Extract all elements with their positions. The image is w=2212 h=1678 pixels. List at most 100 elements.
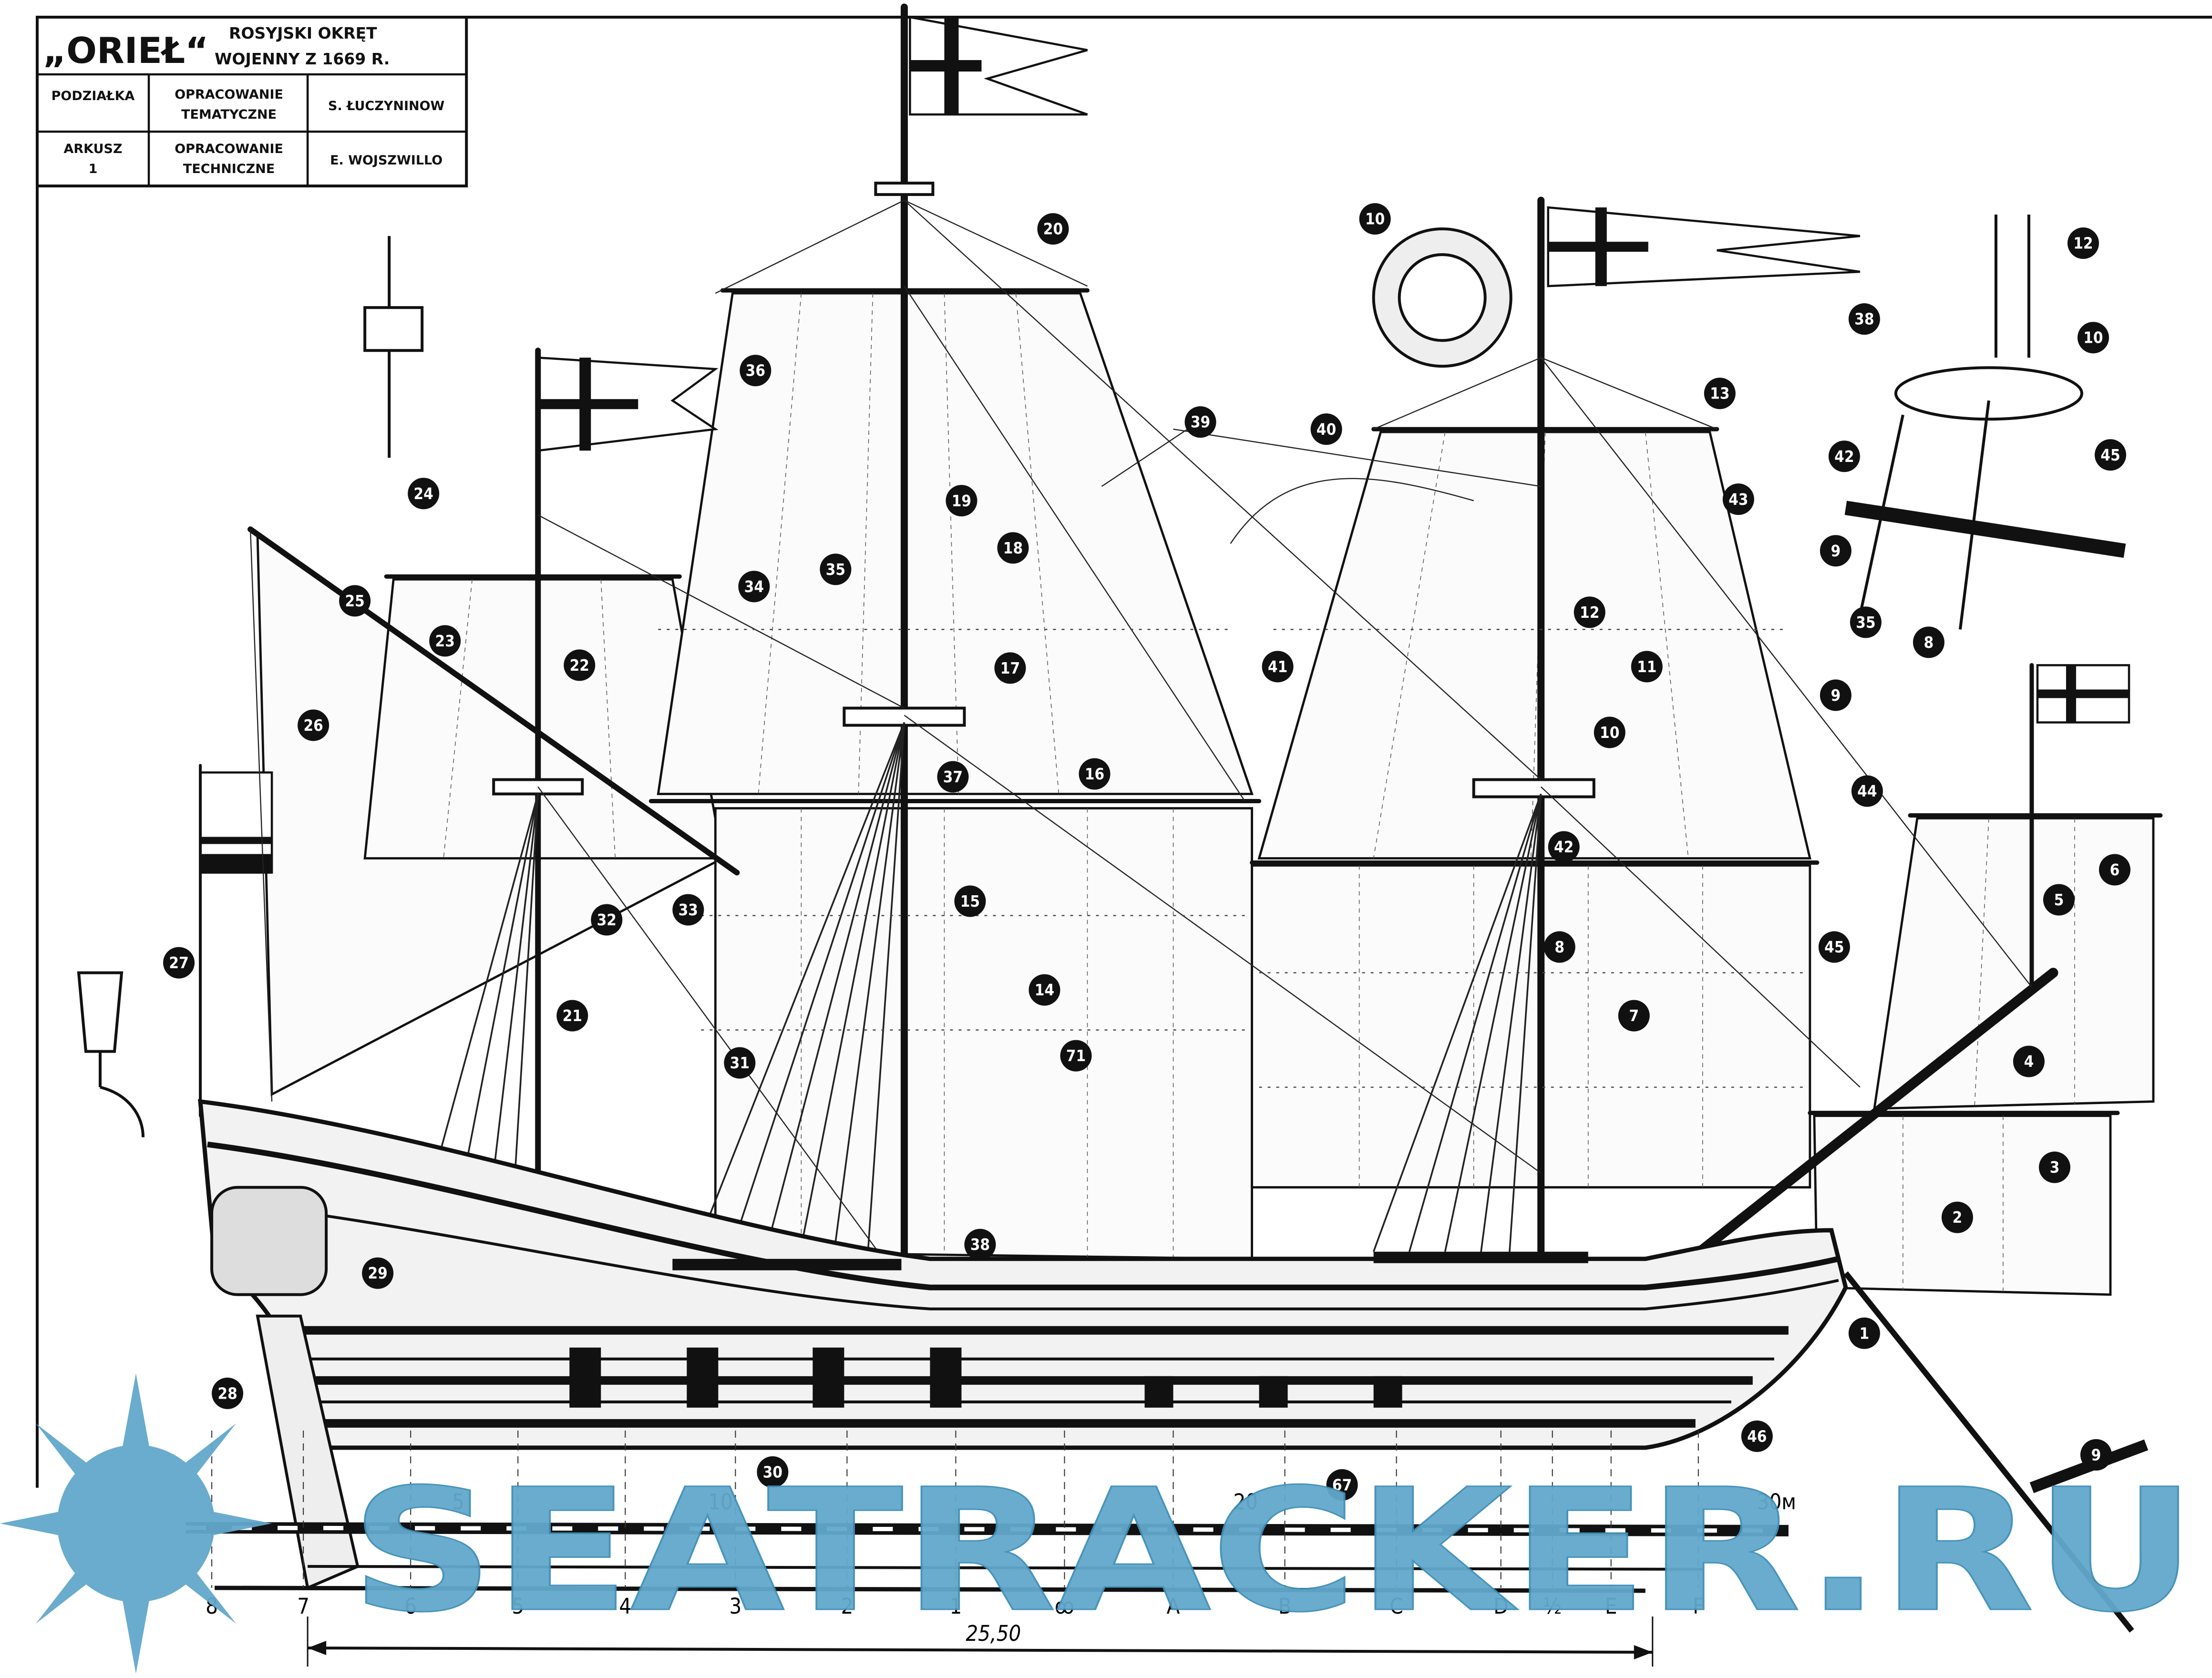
callout-number: 33 bbox=[679, 900, 698, 919]
callout-8: 8 bbox=[1543, 931, 1575, 963]
callout-number: 10 bbox=[1600, 723, 1619, 742]
mizzen-flag bbox=[536, 356, 719, 452]
callout-24: 24 bbox=[408, 478, 440, 510]
callout-marker bbox=[1618, 1000, 1650, 1032]
callout-35: 35 bbox=[1850, 606, 1882, 638]
callout-23: 23 bbox=[429, 625, 461, 657]
watermark: SEATRACKER.RU bbox=[0, 1373, 2197, 1674]
callout-marker bbox=[591, 904, 623, 936]
callout-marker bbox=[2077, 322, 2109, 354]
callout-number: 9 bbox=[1831, 542, 1841, 560]
subtitle-line-2: WOJENNY Z 1669 R. bbox=[215, 50, 390, 68]
callout-marker bbox=[1310, 413, 1342, 445]
callout-marker bbox=[1941, 1201, 1973, 1233]
station-label: D bbox=[1493, 1594, 1508, 1619]
callout-number: 12 bbox=[1580, 603, 1599, 622]
callout-27: 27 bbox=[163, 947, 195, 979]
callout-number: 39 bbox=[1191, 413, 1210, 431]
main-course bbox=[714, 807, 1253, 1260]
callout-marker bbox=[2080, 1439, 2112, 1471]
station-label: E bbox=[1605, 1594, 1617, 1619]
callout-31: 31 bbox=[724, 1047, 756, 1079]
callout-number: 38 bbox=[970, 1235, 990, 1254]
hull bbox=[77, 215, 2149, 1633]
callout-marker bbox=[564, 649, 596, 681]
lateen-yard bbox=[247, 526, 740, 876]
callout-9: 9 bbox=[1820, 679, 1852, 711]
sheet-number: 1 bbox=[89, 162, 98, 176]
callout-number: 2 bbox=[1953, 1208, 1963, 1227]
callout-6: 6 bbox=[2099, 854, 2130, 886]
callout-number: 9 bbox=[2091, 1445, 2101, 1464]
rigging bbox=[249, 200, 2032, 1288]
callout-39: 39 bbox=[1184, 406, 1216, 438]
title-block: „ORIEŁ“ ROSYJSKI OKRĘT WOJENNY Z 1669 R.… bbox=[36, 16, 468, 188]
scale-tick-20: 20 bbox=[1234, 1489, 1258, 1514]
subtitle-line-1: ROSYJSKI OKRĘT bbox=[229, 24, 377, 42]
callout-number: 15 bbox=[960, 892, 980, 911]
callout-marker bbox=[298, 709, 329, 741]
callout-number: 4 bbox=[2024, 1052, 2034, 1071]
callout-number: 41 bbox=[1268, 657, 1287, 676]
technical-label-1: OPRACOWANIE bbox=[175, 142, 283, 156]
top-detail bbox=[363, 215, 2149, 1633]
thematic-author: S. ŁUCZYNINOW bbox=[328, 99, 444, 113]
callout-marker bbox=[1741, 1420, 1773, 1452]
callout-marker bbox=[1543, 931, 1575, 963]
callout-number: 38 bbox=[1854, 310, 1874, 328]
callout-3: 3 bbox=[2038, 1151, 2070, 1183]
callout-marker bbox=[556, 1000, 588, 1032]
callout-number: 8 bbox=[1554, 938, 1564, 956]
callout-marker bbox=[408, 478, 440, 510]
callout-marker bbox=[1850, 606, 1882, 638]
callout-number: 71 bbox=[1066, 1046, 1086, 1065]
main-pennant bbox=[909, 16, 1088, 116]
callout-1: 1 bbox=[1848, 1317, 1880, 1349]
callout-number: 30 bbox=[763, 1463, 782, 1481]
callout-marker bbox=[740, 355, 772, 387]
callout-number: 31 bbox=[730, 1054, 750, 1072]
callout-marker bbox=[1548, 831, 1580, 863]
callout-number: 35 bbox=[1856, 613, 1875, 632]
callout-marker bbox=[1828, 440, 1860, 472]
callout-number: 3 bbox=[2050, 1158, 2060, 1177]
fore-course bbox=[1251, 864, 1811, 1189]
callout-marker bbox=[820, 553, 852, 585]
callout-number: 45 bbox=[2100, 446, 2120, 464]
callout-marker bbox=[1704, 378, 1736, 409]
flags bbox=[199, 16, 2130, 874]
callout-44: 44 bbox=[1851, 775, 1883, 807]
sheet-label: ARKUSZ bbox=[63, 142, 122, 156]
technical-label-2: TECHNICZNE bbox=[183, 162, 275, 176]
sails bbox=[256, 292, 2155, 1296]
callout-71: 71 bbox=[1060, 1040, 1092, 1072]
callout-number: 40 bbox=[1317, 420, 1336, 439]
callout-number: 24 bbox=[414, 484, 433, 503]
callout-number: 14 bbox=[1035, 981, 1054, 999]
callout-number: 6 bbox=[2110, 860, 2120, 879]
fore-topsail bbox=[1257, 430, 1811, 859]
callout-number: 26 bbox=[303, 716, 323, 735]
callout-45: 45 bbox=[1818, 931, 1850, 963]
callout-marker bbox=[163, 947, 195, 979]
callout-marker bbox=[2038, 1151, 2070, 1183]
callout-number: 43 bbox=[1728, 490, 1748, 509]
callout-29: 29 bbox=[362, 1257, 394, 1289]
callout-marker bbox=[1037, 213, 1069, 245]
callout-number: 16 bbox=[1085, 765, 1104, 783]
callout-2: 2 bbox=[1941, 1201, 1973, 1233]
callout-marker bbox=[997, 532, 1029, 564]
callout-17: 17 bbox=[994, 652, 1026, 684]
callout-number: 21 bbox=[563, 1006, 582, 1025]
callout-37: 37 bbox=[937, 761, 969, 793]
callout-marker bbox=[212, 1377, 244, 1409]
callout-28: 28 bbox=[212, 1377, 244, 1409]
callout-36: 36 bbox=[740, 355, 772, 387]
station-label: A bbox=[1167, 1594, 1180, 1619]
callout-9: 9 bbox=[2080, 1439, 2112, 1471]
callout-number: 29 bbox=[368, 1264, 388, 1282]
station-label: C bbox=[1389, 1594, 1403, 1619]
callout-number: 42 bbox=[1554, 838, 1574, 856]
